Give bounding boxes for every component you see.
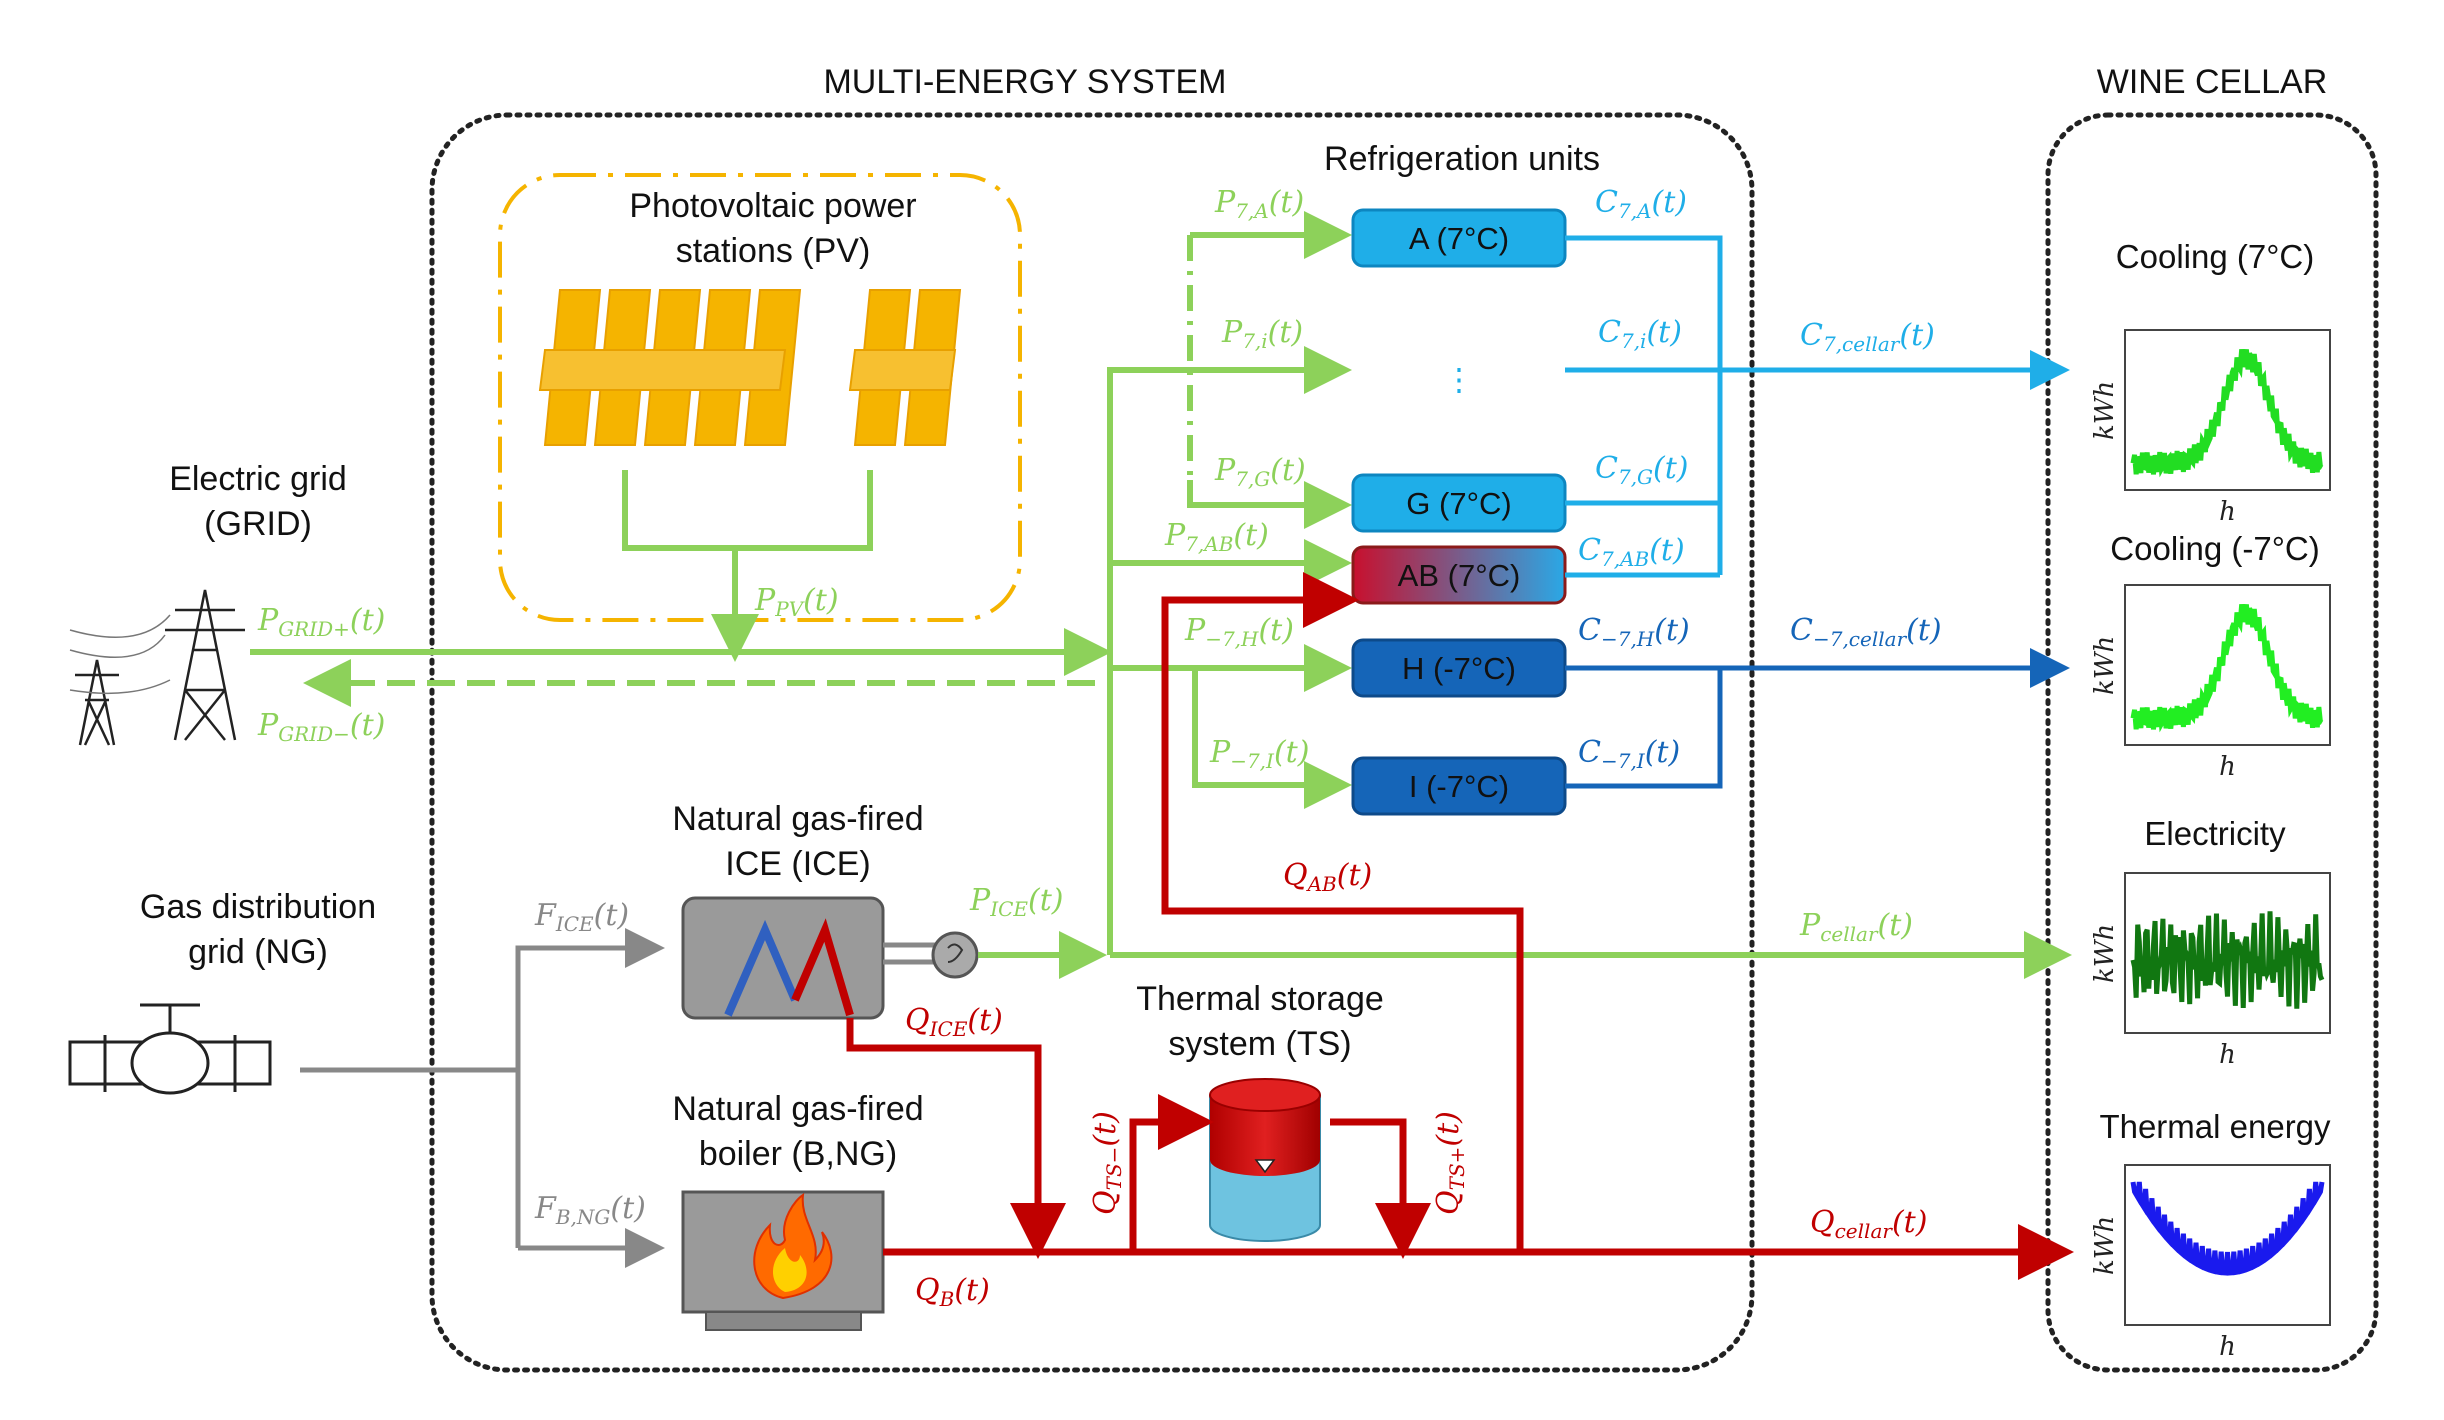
fbng-label: FB,NG(t) bbox=[534, 1191, 646, 1229]
qice-label: QICE(t) bbox=[905, 1003, 1003, 1041]
p7ab-label: P7,AB(t) bbox=[1164, 518, 1269, 556]
chart-series bbox=[2130, 1181, 2325, 1276]
ppv-label: PPV(t) bbox=[754, 583, 839, 621]
pm7i-label: P−7,I(t) bbox=[1209, 735, 1309, 773]
pgridm-label: PGRID−(t) bbox=[257, 708, 385, 746]
cellar-chart: Electricity kWh h bbox=[2090, 815, 2331, 1070]
p7i-label: P7,i(t) bbox=[1221, 315, 1303, 353]
chart-xlabel: h bbox=[2219, 1332, 2236, 1362]
unit-i: I (-7°C) bbox=[1351, 756, 1567, 816]
p7a-label: P7,A(t) bbox=[1214, 185, 1304, 223]
svg-text:A (7°C): A (7°C) bbox=[1409, 221, 1509, 256]
svg-text:I (-7°C): I (-7°C) bbox=[1409, 769, 1509, 804]
ts-label-2: system (TS) bbox=[1168, 1025, 1351, 1063]
unit-a: A (7°C) bbox=[1351, 208, 1567, 268]
pv-label-2: stations (PV) bbox=[676, 232, 871, 270]
chart-title: Thermal energy bbox=[2099, 1108, 2331, 1145]
qab-label: QAB(t) bbox=[1283, 858, 1372, 896]
boiler-label-1: Natural gas-fired bbox=[672, 1090, 923, 1128]
pv-label-1: Photovoltaic power bbox=[629, 187, 916, 225]
c7g-label: C7,G(t) bbox=[1595, 451, 1689, 489]
chart-series bbox=[2130, 348, 2324, 478]
cellar-chart: Thermal energy kWh h bbox=[2090, 1108, 2331, 1362]
cellar-title: WINE CELLAR bbox=[2097, 63, 2328, 101]
boiler-icon bbox=[681, 1190, 885, 1331]
chart-ylabel: kWh bbox=[2090, 381, 2120, 440]
fice-label: FICE(t) bbox=[534, 898, 629, 936]
unit-ab: AB (7°C) bbox=[1351, 545, 1567, 605]
svg-text:H (-7°C): H (-7°C) bbox=[1402, 651, 1516, 686]
pcellar-label: Pcellar(t) bbox=[1799, 908, 1913, 946]
c7a-label: C7,A(t) bbox=[1595, 185, 1687, 223]
chart-series bbox=[2130, 911, 2325, 1009]
pice-label: PICE(t) bbox=[969, 883, 1063, 921]
c7i-label: C7,i(t) bbox=[1598, 315, 1682, 353]
pgridp-label: PGRID+(t) bbox=[257, 603, 385, 641]
pm7h-label: P−7,H(t) bbox=[1184, 613, 1294, 651]
cm7cellar-label: C−7,cellar(t) bbox=[1790, 613, 1942, 651]
wine-cellar-frame bbox=[2045, 112, 2379, 1373]
c7ab-label: C7,AB(t) bbox=[1578, 533, 1685, 571]
pv-frame bbox=[498, 173, 1022, 622]
chart-frame bbox=[2124, 1164, 2331, 1326]
chart-series bbox=[2130, 603, 2324, 733]
boiler-label-2: boiler (B,NG) bbox=[699, 1135, 897, 1173]
chart-xlabel: h bbox=[2219, 752, 2236, 782]
unit-g: G (7°C) bbox=[1351, 473, 1567, 533]
gas-valve-icon bbox=[68, 1003, 272, 1095]
gas-label-1: Gas distribution bbox=[140, 888, 376, 926]
grid-label-1: Electric grid bbox=[169, 460, 347, 498]
ts-label-1: Thermal storage bbox=[1136, 980, 1384, 1018]
chart-ylabel: kWh bbox=[2090, 636, 2120, 695]
unit-dots: ⋮ bbox=[1444, 362, 1475, 397]
cm7h-label: C−7,H(t) bbox=[1578, 613, 1690, 651]
ice-label-1: Natural gas-fired bbox=[672, 800, 923, 838]
qcellar-label: Qcellar(t) bbox=[1810, 1205, 1927, 1243]
power-tower-icon bbox=[69, 589, 245, 746]
chart-xlabel: h bbox=[2219, 497, 2236, 527]
chart-title: Electricity bbox=[2144, 815, 2286, 852]
svg-text:AB (7°C): AB (7°C) bbox=[1398, 558, 1521, 593]
ice-icon bbox=[681, 896, 979, 1020]
chart-title: Cooling (7°C) bbox=[2116, 238, 2314, 275]
chart-xlabel: h bbox=[2219, 1040, 2236, 1070]
system-title: MULTI-ENERGY SYSTEM bbox=[823, 63, 1226, 101]
ice-label-2: ICE (ICE) bbox=[725, 845, 870, 883]
p7g-label: P7,G(t) bbox=[1214, 453, 1306, 491]
qtsp-label: QTS+(t) bbox=[1431, 1111, 1469, 1215]
cellar-chart: Cooling (-7°C) kWh h bbox=[2090, 530, 2331, 782]
chart-ylabel: kWh bbox=[2090, 924, 2120, 983]
svg-text:G (7°C): G (7°C) bbox=[1406, 486, 1511, 521]
unit-h: H (-7°C) bbox=[1351, 638, 1567, 698]
qtsm-label: QTS−(t) bbox=[1088, 1111, 1126, 1215]
chart-title: Cooling (-7°C) bbox=[2110, 530, 2319, 567]
thermal-storage-icon bbox=[1209, 1078, 1321, 1242]
qb-label: QB(t) bbox=[915, 1273, 990, 1311]
c7cellar-label: C7,cellar(t) bbox=[1800, 318, 1935, 356]
gas-label-2: grid (NG) bbox=[188, 933, 328, 971]
chart-ylabel: kWh bbox=[2090, 1216, 2120, 1275]
solar-panel-icon bbox=[538, 289, 962, 446]
cellar-chart: Cooling (7°C) kWh h bbox=[2090, 238, 2331, 527]
cm7i-label: C−7,I(t) bbox=[1578, 735, 1680, 773]
grid-label-2: (GRID) bbox=[204, 505, 312, 543]
refrigeration-title: Refrigeration units bbox=[1324, 140, 1600, 178]
multi-energy-system-frame bbox=[429, 112, 1755, 1373]
